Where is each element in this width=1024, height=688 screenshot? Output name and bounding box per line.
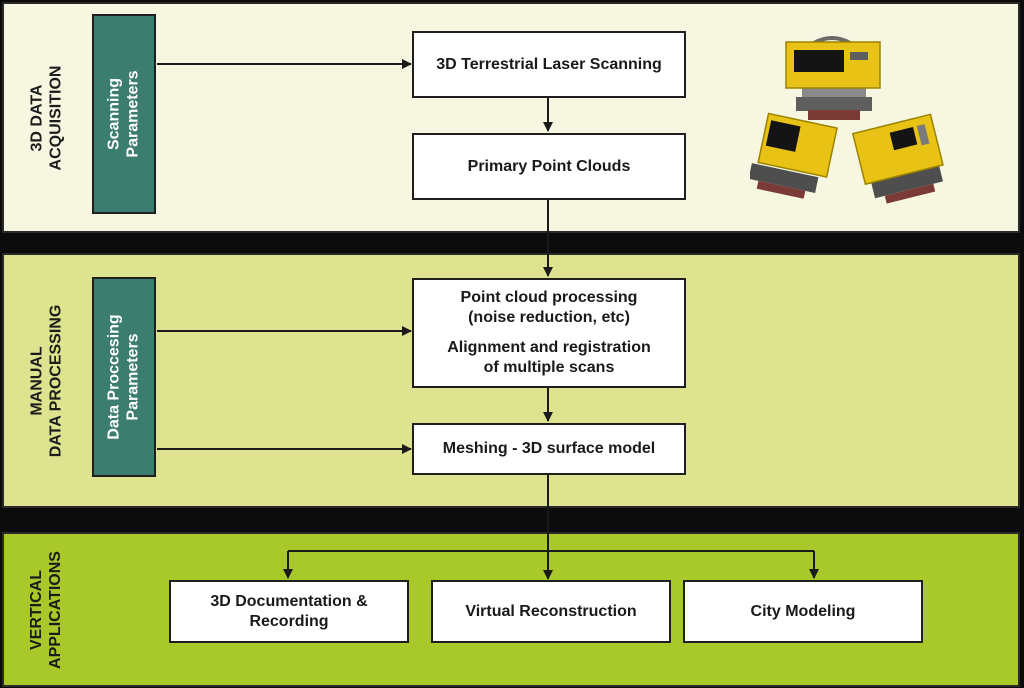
laser-scanner-icon [785, 36, 881, 120]
primary-point-clouds-box: Primary Point Clouds [412, 133, 686, 200]
meshing-box: Meshing - 3D surface model [412, 423, 686, 475]
band-label-applications: VERTICAL APPLICATIONS [28, 550, 64, 669]
laser-scanners-image [748, 30, 950, 210]
point-cloud-processing-box: Point cloud processing (noise reduction,… [412, 278, 686, 388]
scanning-parameters-box: Scanning Parameters [92, 14, 156, 214]
laser-scanning-box: 3D Terrestrial Laser Scanning [412, 31, 686, 98]
city-modeling-box: City Modeling [683, 580, 923, 643]
laser-scanner-icon [851, 113, 944, 204]
band-label-processing: MANUAL DATA PROCESSING [28, 304, 65, 457]
laser-scanner-icon [748, 112, 838, 199]
data-processing-parameters-box: Data Proccesing Parameters [92, 277, 156, 477]
documentation-recording-box: 3D Documentation & Recording [169, 580, 409, 643]
virtual-reconstruction-box: Virtual Reconstruction [431, 580, 671, 643]
band-label-acquisition: 3D DATA ACQUISITION [28, 65, 65, 170]
